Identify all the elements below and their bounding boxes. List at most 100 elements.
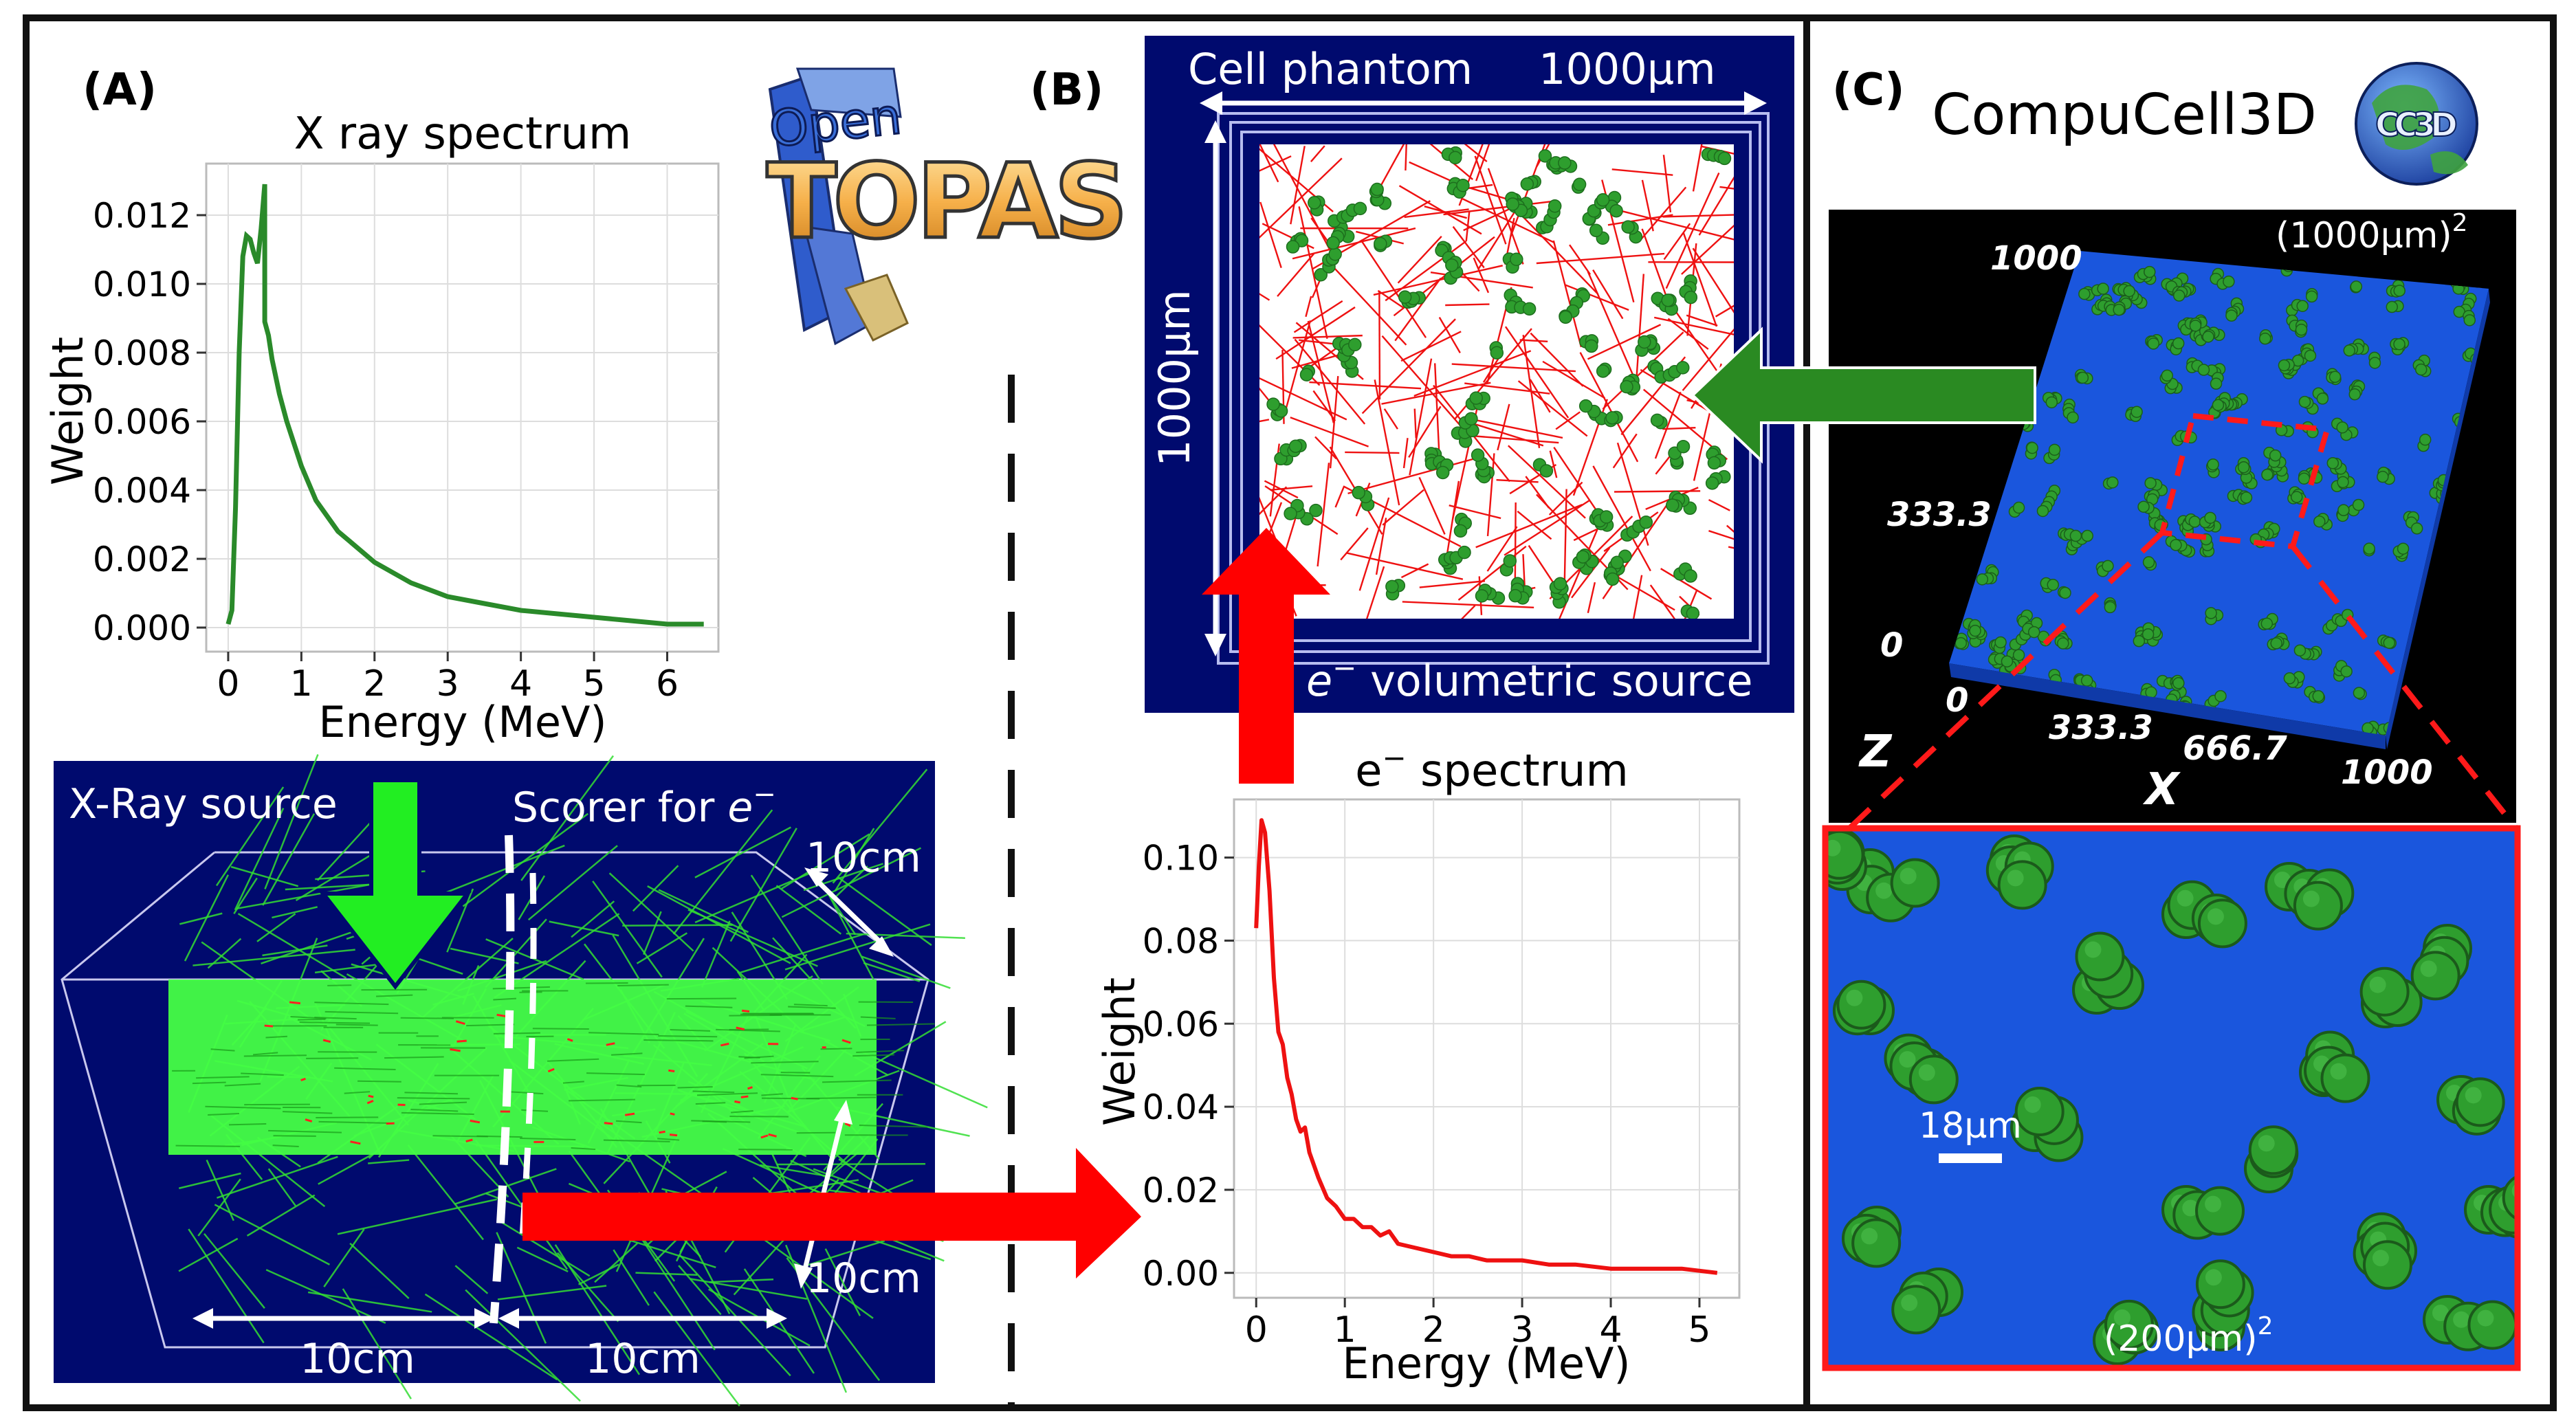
cell <box>2197 898 2247 949</box>
panel-c-label: (C) <box>1832 65 1904 115</box>
x-tick-label: 4 <box>1599 1309 1622 1351</box>
beam-speckle <box>172 982 935 1151</box>
e-plot-frame <box>1233 798 1741 1299</box>
y-tick-label: 0.04 <box>1143 1087 1219 1127</box>
cc3d-3d-view: (1000μm)2 1000 333.3 0 0 333.3 666.7 100… <box>1829 209 2519 830</box>
x-tick-label: 5 <box>1688 1309 1710 1351</box>
cell <box>1997 860 2047 910</box>
cc3d-globe-icon: CC3D <box>2355 62 2478 186</box>
y-tick-label: 0.008 <box>93 333 191 373</box>
outer-border <box>23 14 2557 1411</box>
x-tick-label: 3 <box>437 663 459 705</box>
y-tick-label: 0.10 <box>1143 839 1219 878</box>
cell <box>2467 1300 2518 1350</box>
cell <box>1890 858 1940 908</box>
x-tick-label: 6 <box>656 663 679 705</box>
xray-x-ticks: 0 1 2 3 4 5 6 <box>217 652 679 705</box>
y-tick-label: 0.08 <box>1143 921 1219 961</box>
cell <box>2195 1186 2245 1236</box>
topas-logo-icon: Open TOPAS <box>765 67 1130 346</box>
x-tick-label: 5 <box>583 663 606 705</box>
cell <box>1908 1054 1959 1105</box>
x-tick-label: 3 <box>1511 1309 1534 1351</box>
x-tick-label: 0 <box>217 663 239 705</box>
x-tick-zero: 0 <box>1946 681 1968 720</box>
xray-y-label: Weight <box>43 337 93 485</box>
e-series-line <box>1254 818 1718 1275</box>
cc3d-title: CompuCell3D <box>1932 82 2317 148</box>
cell <box>2359 966 2410 1017</box>
y-tick-label: 0.000 <box>93 608 191 648</box>
xray-y-ticks: 0.000 0.002 0.004 0.006 0.008 0.010 0.012 <box>93 196 206 648</box>
e-x-label: Energy (MeV) <box>1342 1338 1630 1389</box>
xray-series-line <box>225 184 704 627</box>
e-chart-title: e− spectrum <box>1355 741 1629 797</box>
dim-height-label: 10cm <box>806 1254 921 1303</box>
y-tick-label: 0.00 <box>1143 1254 1219 1294</box>
scorer-label: Scorer for e− <box>512 779 776 832</box>
cell <box>2248 1125 2298 1175</box>
xray-grid <box>206 164 718 652</box>
phantom-width-label: 1000μm <box>1539 44 1716 94</box>
cc3d-logo-text: CC3D <box>2375 106 2458 144</box>
down-arrow-icon <box>318 778 472 990</box>
x-tick-label: 4 <box>509 663 532 705</box>
cell <box>2502 1175 2518 1221</box>
y-tick-label: 0.012 <box>93 196 191 236</box>
cell <box>2075 931 2125 982</box>
zoom-cells <box>1825 828 2518 1365</box>
phantom-cells <box>1266 146 1732 619</box>
panel-a-label: (A) <box>82 65 157 115</box>
cell <box>1836 980 1886 1030</box>
y-tick-label: 0.006 <box>93 402 191 442</box>
y-tick-label: 0.002 <box>93 540 191 579</box>
y-tick-label: 0.06 <box>1143 1004 1219 1044</box>
cell <box>2320 1053 2370 1103</box>
xray-plot-frame <box>205 162 720 653</box>
x-axis-label: X <box>2142 764 2181 815</box>
right-arrow-icon <box>522 1148 1141 1279</box>
dim-left-label: 10cm <box>300 1335 415 1383</box>
x-tick-1: 333.3 <box>2049 709 2153 747</box>
z-axis-label: Z <box>1858 727 1893 777</box>
x-tick-label: 0 <box>1245 1309 1268 1351</box>
x-tick-label: 2 <box>363 663 386 705</box>
y-tick-mid: 333.3 <box>1887 496 1992 534</box>
x-tick-label: 1 <box>1334 1309 1356 1351</box>
x-tick-3: 1000 <box>2341 753 2433 792</box>
xray-x-label: Energy (MeV) <box>318 697 606 747</box>
cc3d-area-label: (1000μm)2 <box>2276 209 2468 256</box>
cell-phantom-panel: Cell phantom 1000μm 1000μm e− volumetric… <box>1145 36 1794 713</box>
cell <box>2410 951 2461 1001</box>
e-y-label: Weight <box>1094 977 1145 1126</box>
y-tick-top: 1000 <box>1990 239 2082 278</box>
cell <box>2362 1240 2412 1290</box>
xray-source-label: X-Ray source <box>69 780 338 828</box>
cell <box>2293 881 2343 931</box>
cell <box>1891 1285 1941 1335</box>
cc3d-zoom-view: 18μm (200μm)2 <box>1822 825 2521 1371</box>
y-tick-label: 0.010 <box>93 265 191 305</box>
e-y-ticks: 0.00 0.02 0.04 0.06 0.08 0.10 <box>1143 839 1234 1294</box>
x-tick-label: 1 <box>290 663 313 705</box>
cell <box>2014 1087 2065 1137</box>
y-tick-label: 0.02 <box>1143 1171 1219 1210</box>
scale-bar <box>1939 1153 2002 1163</box>
topas-name-text: TOPAS <box>767 142 1124 262</box>
photon-beam <box>168 980 877 1155</box>
phantom-title: Cell phantom <box>1188 44 1473 94</box>
cell <box>2455 1077 2505 1127</box>
scale-bar-label: 18μm <box>1919 1105 2022 1147</box>
panel-b-label: (B) <box>1030 65 1103 115</box>
dim-right-label: 10cm <box>585 1335 701 1383</box>
e-grid <box>1234 799 1739 1298</box>
left-arrow-icon <box>1691 327 2036 464</box>
x-tick-2: 666.7 <box>2183 729 2287 768</box>
y-tick-label: 0.004 <box>93 471 191 511</box>
y-tick-zero: 0 <box>1880 626 1903 665</box>
cell <box>2195 1259 2245 1309</box>
electron-tracks <box>1259 144 1734 619</box>
